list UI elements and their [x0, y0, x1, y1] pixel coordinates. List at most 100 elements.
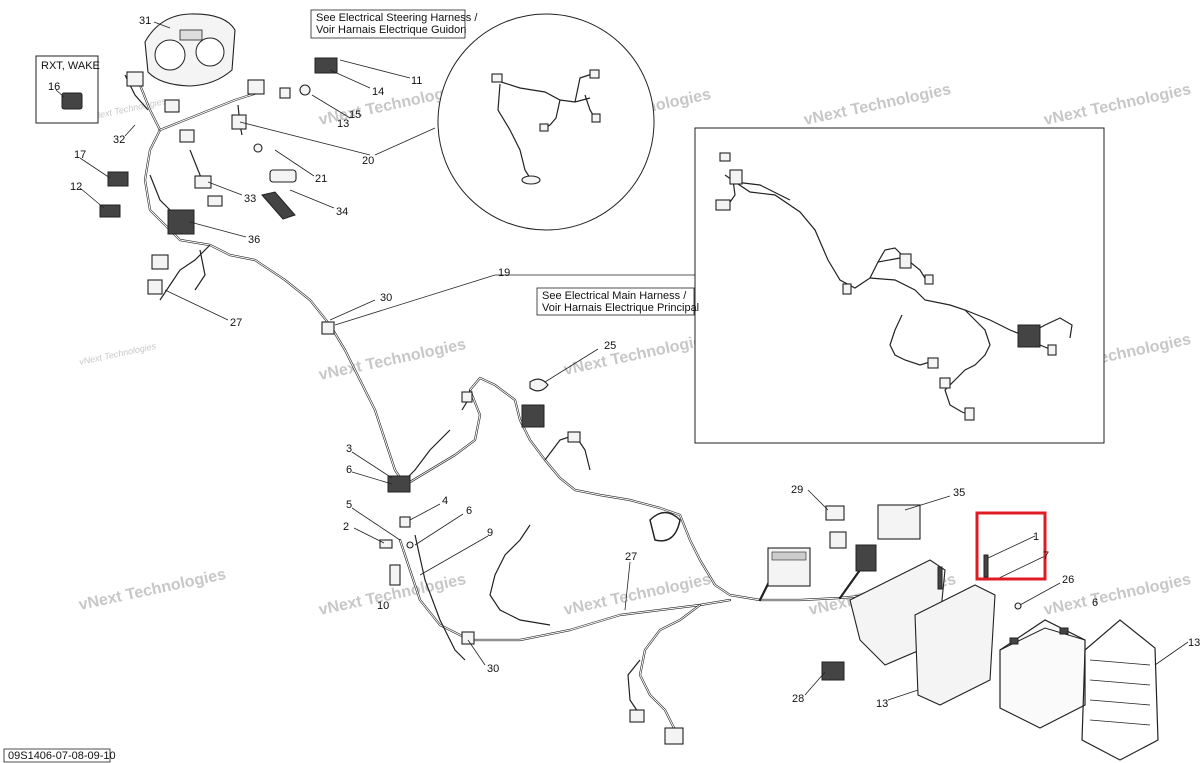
callout-17: 17: [74, 149, 86, 161]
callout-3: 3: [346, 443, 352, 455]
callout-6: 6: [1092, 597, 1098, 609]
part-15-clip: [299, 84, 311, 96]
callout-26: 26: [1062, 574, 1074, 586]
connector: [147, 279, 163, 295]
steering-note-line1: See Electrical Steering Harness /: [316, 12, 478, 24]
connector: [461, 391, 473, 403]
connector: [567, 431, 581, 443]
battery-area: [849, 554, 1159, 761]
steering-harness-detail: [437, 13, 655, 231]
connector: [629, 709, 645, 723]
upper-harness: [124, 74, 407, 487]
callout-30: 30: [380, 292, 392, 304]
loop: [649, 511, 681, 542]
part-20-connector: [231, 114, 247, 130]
part-34-strap: [261, 191, 296, 220]
watermark: vNext Technologies: [77, 566, 227, 614]
part-17-relay: [107, 171, 129, 187]
highlight-box: [975, 511, 1047, 581]
watermark: vNext Technologies: [88, 96, 167, 122]
part-30-clip: [461, 631, 475, 645]
main-harness-note: See Electrical Main Harness / Voir Harna…: [536, 287, 699, 316]
callout-4: 4: [442, 495, 448, 507]
part-16-switch: [61, 92, 83, 110]
part-21-grommet: [253, 143, 263, 153]
connector: [151, 254, 169, 270]
connector: [164, 99, 180, 113]
callout-33: 33: [244, 193, 256, 205]
part-2-bolt: [379, 539, 393, 549]
callout-32: 32: [113, 134, 125, 146]
callout-2: 2: [343, 521, 349, 533]
part-3-terminals: [387, 475, 411, 493]
part-25-clip: [529, 378, 549, 392]
model-note-box: RXT, WAKE: [35, 55, 100, 124]
part-32-connector: [126, 71, 144, 87]
part-30-clip: [321, 321, 335, 335]
connector: [179, 129, 195, 143]
part-1-bolt: [983, 554, 989, 578]
watermark: vNext Technologies: [1042, 81, 1192, 129]
bolt: [937, 566, 943, 590]
callout-27: 27: [625, 551, 637, 563]
callout-20: 20: [362, 155, 374, 167]
part-2-bolt: [389, 564, 401, 586]
connector-block: [855, 544, 877, 572]
connector-block: [521, 404, 545, 428]
callout-12: 12: [70, 181, 82, 193]
callout-9: 9: [487, 527, 493, 539]
reference-code-box: 09S1406-07-08-09-10: [3, 748, 116, 763]
model-note-label: RXT, WAKE: [41, 60, 100, 72]
steering-harness-note: See Electrical Steering Harness / Voir H…: [310, 9, 478, 39]
steering-note-line2: Voir Harnais Electrique Guidon: [316, 24, 466, 36]
watermark: vNext Technologies: [562, 331, 712, 379]
callout-21: 21: [315, 173, 327, 185]
callout-labels: 31 11 14 15 13 16 32 20 21 17 33 12 34 3…: [48, 15, 1200, 710]
connector: [247, 79, 265, 95]
battery: [999, 619, 1086, 729]
main-note-line1: See Electrical Main Harness /: [542, 290, 687, 302]
part-5-nut: [406, 541, 414, 549]
callout-31: 31: [139, 15, 151, 27]
leader-lines: [79, 21, 1189, 701]
callout-15: 15: [349, 109, 361, 121]
callout-6: 6: [466, 505, 472, 517]
callout-10: 10: [377, 600, 389, 612]
callout-13: 13: [337, 118, 349, 130]
connector-block: [167, 209, 195, 235]
callout-19: 19: [498, 267, 510, 279]
callout-25: 25: [604, 340, 616, 352]
connector: [664, 727, 684, 745]
part-13-battery-cover: [1081, 619, 1159, 761]
callout-5: 5: [346, 499, 352, 511]
callout-16: 16: [48, 81, 60, 93]
callout-36: 36: [248, 234, 260, 246]
part-35-module: [877, 504, 921, 540]
callout-13: 13: [876, 698, 888, 710]
connector: [207, 195, 223, 207]
part-12-connector: [99, 204, 121, 218]
connector: [279, 87, 291, 99]
callout-11: 11: [411, 75, 422, 87]
watermark: vNext Technologies: [78, 341, 157, 367]
callout-7: 7: [1043, 550, 1049, 562]
part-29-connector: [825, 505, 845, 521]
main-harness-detail: [694, 127, 1105, 444]
callout-6: 6: [346, 464, 352, 476]
callout-13: 13: [1188, 637, 1200, 649]
part-28-relay: [821, 661, 845, 681]
part-14-switch: [314, 57, 338, 74]
part-13-battery-tray: [914, 584, 996, 706]
callout-27: 27: [230, 317, 242, 329]
part-31-gauge-cluster: [144, 13, 236, 87]
part-21-fuse-holder: [269, 169, 297, 183]
part-26-nut: [1014, 602, 1022, 610]
reference-code: 09S1406-07-08-09-10: [8, 750, 116, 762]
main-note-line2: Voir Harnais Electrique Principal: [542, 302, 699, 314]
callout-34: 34: [336, 206, 348, 218]
watermark: vNext Technologies: [802, 81, 952, 129]
callout-14: 14: [372, 86, 384, 98]
callout-29: 29: [791, 484, 803, 496]
part-4-terminal: [399, 516, 411, 528]
